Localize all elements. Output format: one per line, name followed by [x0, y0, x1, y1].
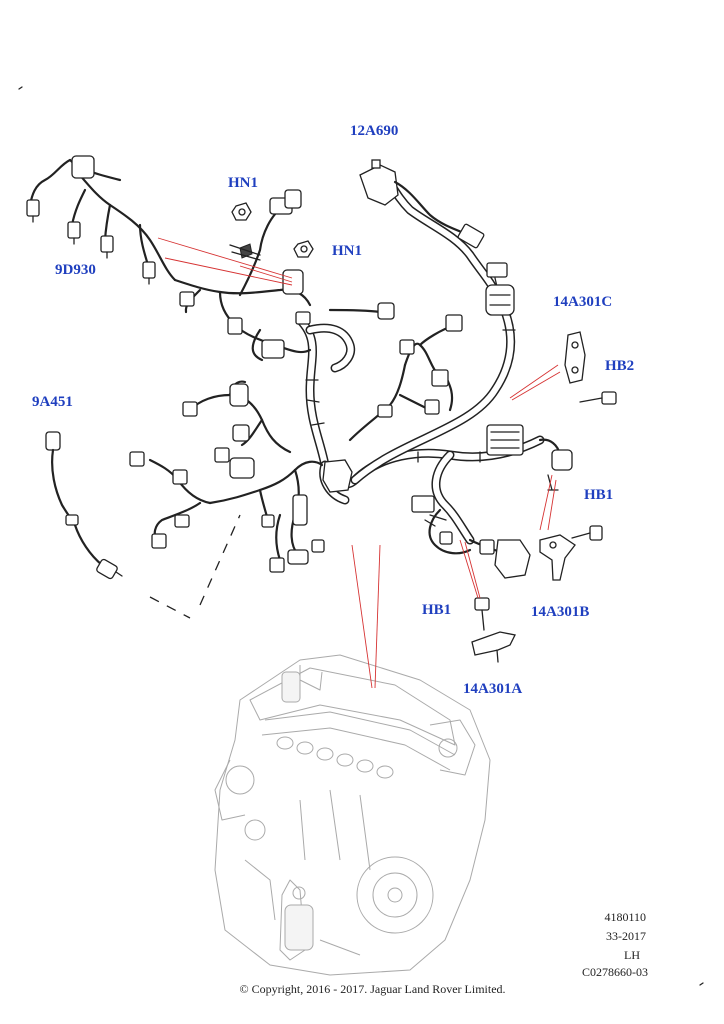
nut-hn1-right: [293, 240, 314, 258]
callout-14a301b[interactable]: 14A301B: [531, 604, 590, 620]
illustration-code: C0278660-03: [582, 965, 648, 979]
copyright-notice: © Copyright, 2016 - 2017. Jaguar Land Ro…: [239, 982, 506, 996]
intake-runners: [276, 736, 394, 779]
engine-block: [214, 654, 491, 976]
sensor-9a451: [45, 431, 123, 580]
bracket-14a301c: [564, 331, 586, 384]
callout-9d930[interactable]: 9D930: [55, 262, 96, 278]
callout-hn1-top[interactable]: HN1: [228, 175, 258, 191]
side-indicator: LH: [624, 948, 640, 962]
lower-right-branches: [411, 495, 531, 579]
left-central-cluster: [129, 380, 353, 573]
callout-12a690[interactable]: 12A690: [350, 123, 399, 139]
callout-14a301c[interactable]: 14A301C: [553, 294, 613, 310]
callout-hb1-right[interactable]: HB1: [584, 487, 614, 503]
bolt-hb1-right: [571, 525, 603, 541]
nut-hn1-top: [231, 202, 252, 221]
bolt-hb2: [579, 391, 617, 405]
leader-lines: [157, 237, 561, 689]
assembly-dash-lines: [149, 514, 241, 619]
callout-hb2[interactable]: HB2: [605, 358, 635, 374]
branch-12a690: [359, 159, 515, 316]
centre-right-branches: [348, 314, 573, 491]
callout-hb1-lower[interactable]: HB1: [422, 602, 452, 618]
ref-number: 4180110: [604, 910, 646, 924]
bolt-hb1-lower: [474, 597, 490, 631]
callout-9a451[interactable]: 9A451: [32, 394, 73, 410]
branch-9d930: [26, 155, 177, 285]
upper-cluster: [173, 189, 395, 362]
callout-14a301a[interactable]: 14A301A: [463, 681, 523, 697]
callout-hn1-right[interactable]: HN1: [332, 243, 362, 259]
date-code: 33-2017: [606, 929, 646, 943]
bracket-14a301a: [471, 631, 516, 663]
bracket-14a301b: [539, 534, 576, 581]
corner-marks: [18, 86, 704, 986]
